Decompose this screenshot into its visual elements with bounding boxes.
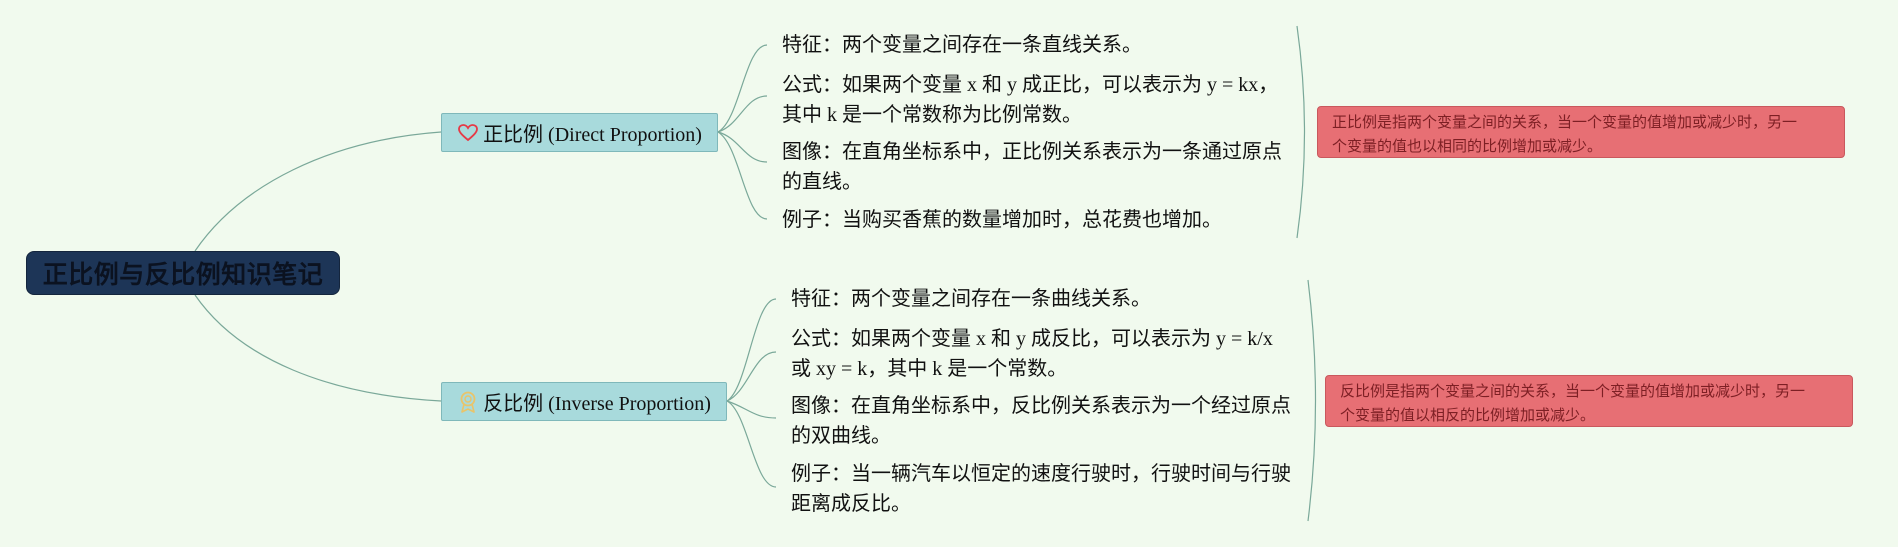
connector-b1-leaf-3 <box>717 131 768 163</box>
leaf-inverse-example[interactable]: 例子：当一辆汽车以恒定的速度行驶时，行驶时间与行驶 距离成反比。 <box>791 463 1291 515</box>
connector-b2-leaf-4 <box>726 400 777 488</box>
leaf-direct-graph[interactable]: 图像：在直角坐标系中，正比例关系表示为一条通过原点 的直线。 <box>782 141 1282 193</box>
leaf-inverse-formula[interactable]: 公式：如果两个变量 x 和 y 成反比，可以表示为 y = k/x 或 xy =… <box>791 328 1273 380</box>
connector-b1-leaf-1 <box>717 44 768 133</box>
connector-b1-leaf-2 <box>717 95 768 133</box>
branch-label: 正比例 (Direct Proportion) <box>483 124 702 146</box>
leaf-direct-feature[interactable]: 特征：两个变量之间存在一条直线关系。 <box>782 34 1142 56</box>
branch-direct-proportion[interactable]: 正比例 (Direct Proportion) <box>441 113 718 152</box>
connector-root-branch-1 <box>194 131 442 252</box>
connector-root-branch-2 <box>194 294 442 402</box>
branch-inverse-proportion[interactable]: 反比例 (Inverse Proportion) <box>441 382 727 421</box>
summary-bracket-2 <box>1307 279 1317 522</box>
summary-inverse-proportion[interactable]: 反比例是指两个变量之间的关系，当一个变量的值增加或减少时，另一 个变量的值以相反… <box>1325 375 1853 427</box>
leaf-direct-example[interactable]: 例子：当购买香蕉的数量增加时，总花费也增加。 <box>782 209 1222 231</box>
branch-label: 反比例 (Inverse Proportion) <box>483 393 711 415</box>
connector-b1-leaf-4 <box>717 131 768 220</box>
connector-b2-leaf-1 <box>726 298 777 402</box>
leaf-direct-formula[interactable]: 公式：如果两个变量 x 和 y 成正比，可以表示为 y = kx， 其中 k 是… <box>782 74 1279 126</box>
award-medal-icon <box>457 391 479 413</box>
root-topic[interactable]: 正比例与反比例知识笔记 <box>26 251 340 295</box>
connector-b2-leaf-2 <box>726 351 777 402</box>
heart-icon <box>457 122 479 144</box>
summary-direct-proportion[interactable]: 正比例是指两个变量之间的关系，当一个变量的值增加或减少时，另一 个变量的值也以相… <box>1317 106 1845 158</box>
connector-b2-leaf-3 <box>726 400 777 419</box>
summary-bracket-1 <box>1296 25 1306 239</box>
root-topic-title: 正比例与反比例知识笔记 <box>42 260 324 289</box>
leaf-inverse-graph[interactable]: 图像：在直角坐标系中，反比例关系表示为一个经过原点 的双曲线。 <box>791 395 1291 447</box>
leaf-inverse-feature[interactable]: 特征：两个变量之间存在一条曲线关系。 <box>791 288 1151 310</box>
